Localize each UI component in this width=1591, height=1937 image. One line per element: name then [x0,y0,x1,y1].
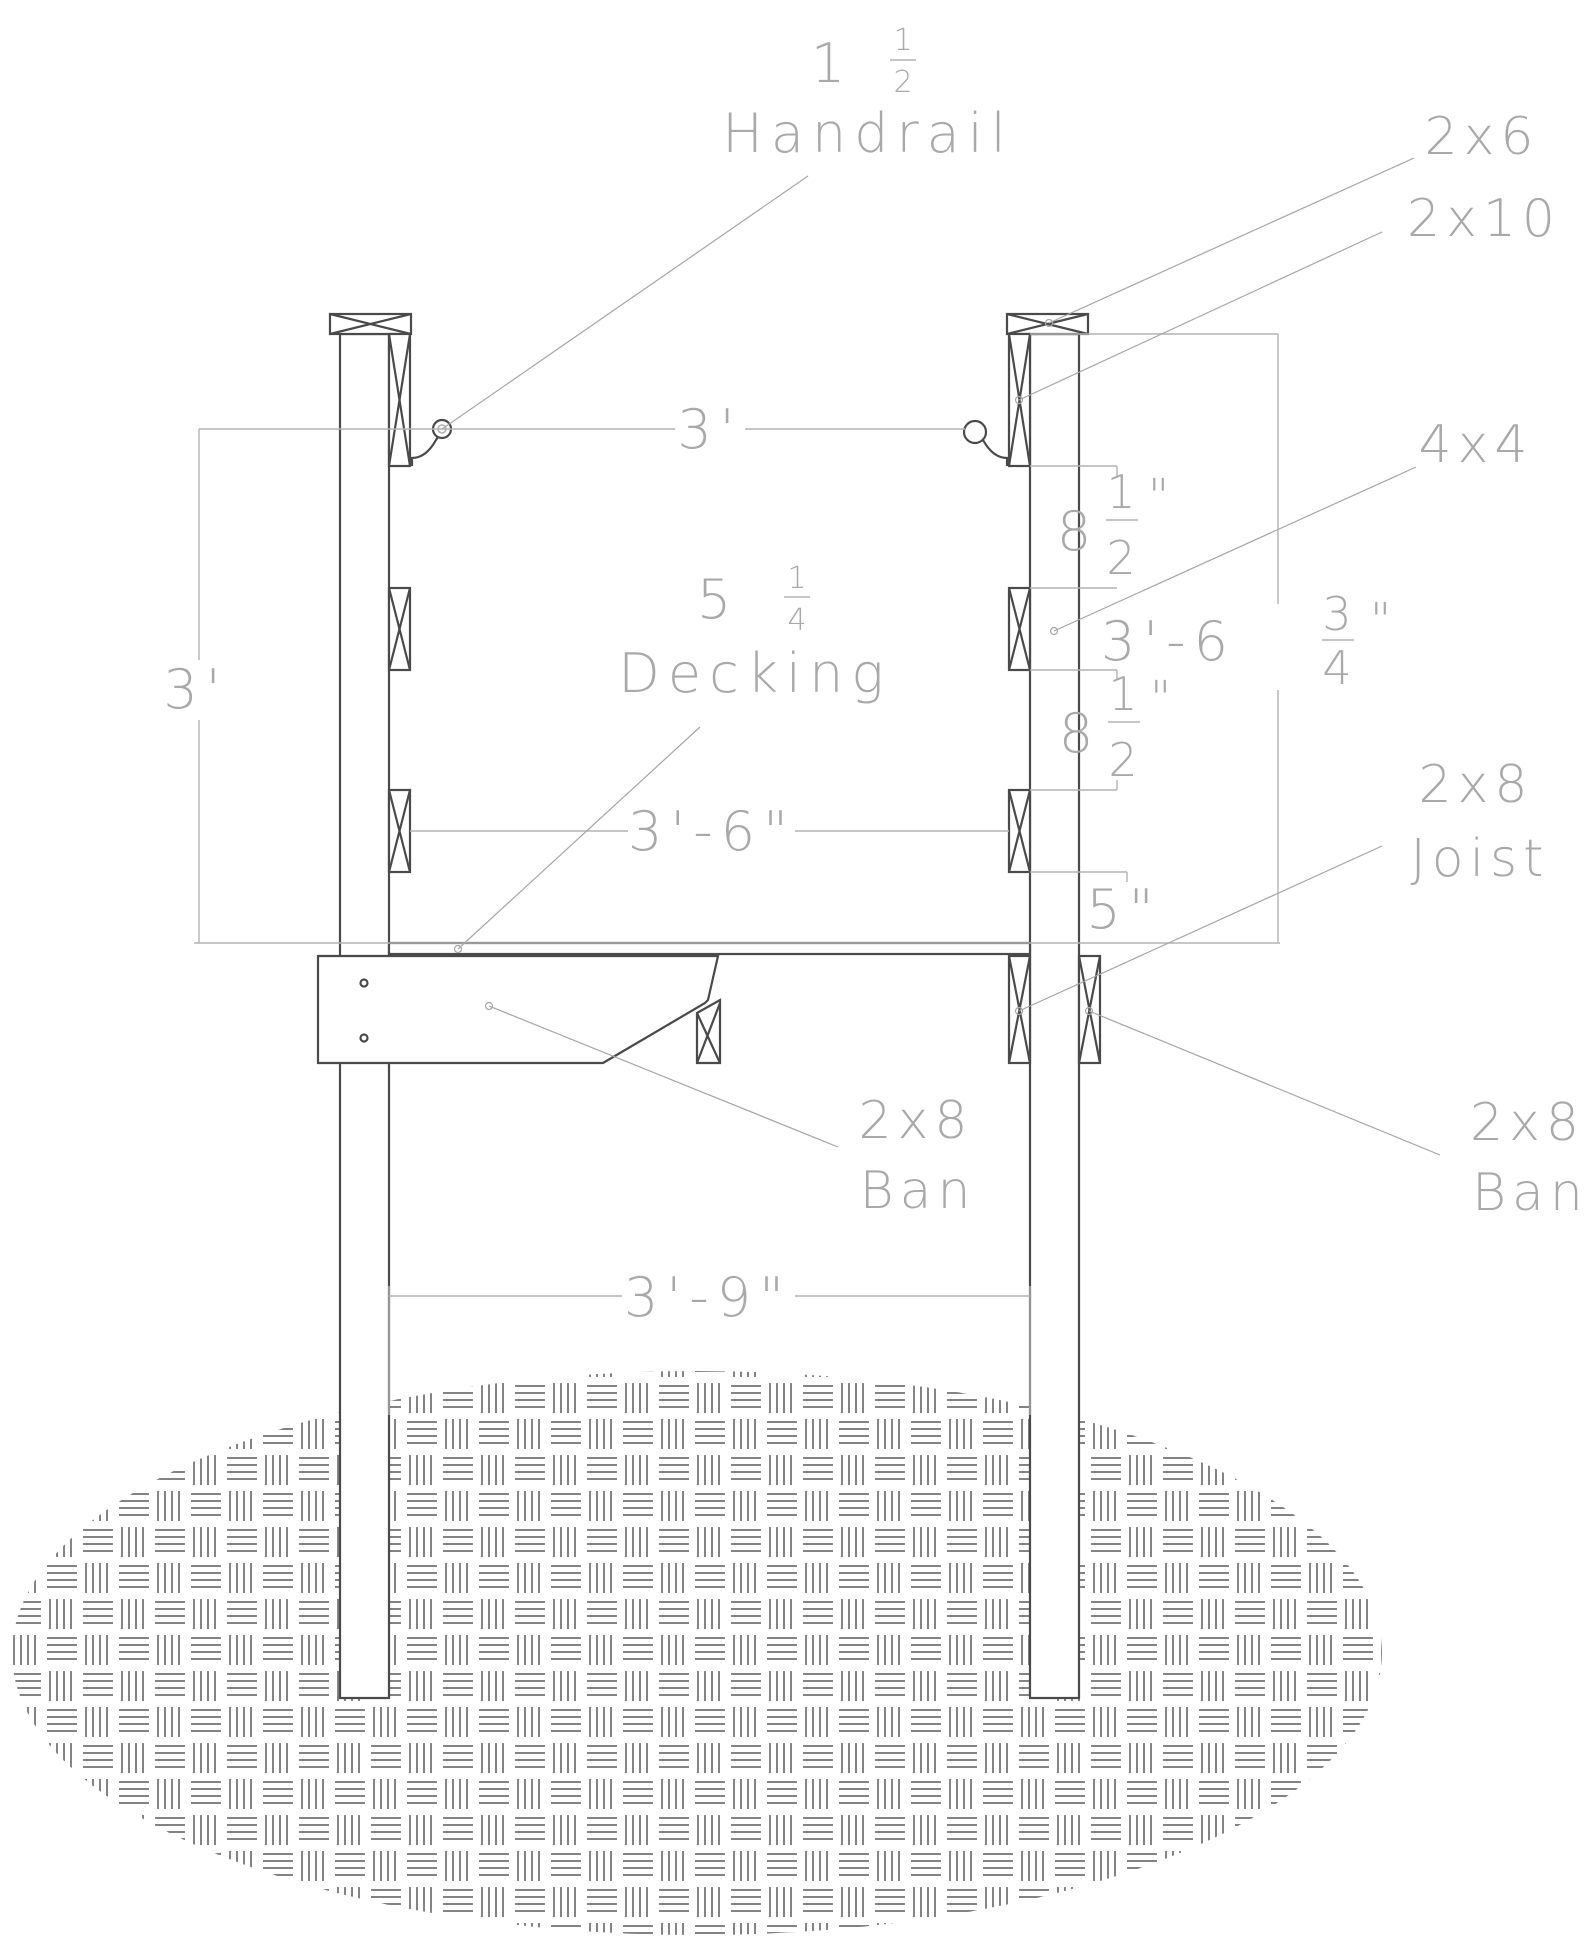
dim-spacing-2-whole: 8 [1059,702,1101,765]
dimension-lines [194,333,1280,1415]
joist-label: 2x8 Joist [1410,755,1549,889]
handrail-size-whole: 1 [811,32,853,95]
bottom-rail-left [387,788,412,874]
dim-spacing-2-inch: " [1150,671,1173,725]
handrail-size-denominator: 2 [893,65,912,100]
dim-spacing-1-inch: " [1148,469,1171,523]
decking-name: Decking [618,642,891,705]
joist-size: 2x8 [1419,755,1534,815]
leader-lines [441,157,1441,1156]
dim-handrail-span: 3' [677,398,742,461]
joist-name: Joist [1410,829,1549,889]
band-left-size: 2x8 [859,1091,974,1151]
dim-bottom-gap: 5" [1086,878,1161,941]
decking-label: 5 1 4 Decking [618,561,891,705]
dim-rail-height: 3' [163,658,228,721]
decking-size-numerator: 1 [787,561,806,596]
band-board-left [316,954,720,1065]
joist-end [695,998,722,1065]
decking-size-whole: 5 [697,568,739,631]
dim-guard-height-main: 3'-6 [1101,610,1236,673]
dim-baluster-span: 3'-6" [628,800,796,863]
handrail-right [962,419,1009,466]
decking-board [387,941,1032,956]
joist-right [1007,954,1032,1065]
dim-guard-height-inch: " [1370,593,1393,647]
handrail-name: Handrail [722,102,1014,165]
top-rail-left [387,332,412,468]
handrail-size-numerator: 1 [893,23,912,58]
middle-rail-right [1007,586,1032,672]
band-right-size: 2x8 [1470,1093,1585,1153]
dim-guard-height-denominator: 4 [1322,641,1353,695]
post-4x4-label: 4x4 [1419,415,1534,475]
dim-spacing-1-numerator: 1 [1106,465,1137,519]
handrail-label: 1 1 2 Handrail [722,23,1014,165]
dim-guard-height-numerator: 3 [1322,587,1353,641]
decking-size-denominator: 4 [787,603,806,638]
dim-spacing-1-denominator: 2 [1106,531,1137,585]
dim-post-span: 3'-9" [624,1266,792,1329]
band-left-name: Ban [860,1161,977,1221]
dim-spacing-1-whole: 8 [1057,500,1099,563]
band-right-label: 2x8 Ban [1470,1093,1589,1223]
band-left-label: 2x8 Ban [859,1091,977,1221]
dim-spacing-2-denominator: 2 [1108,733,1139,787]
middle-rail-left [387,586,412,672]
dim-spacing-2: 8 1 2 " [1059,667,1173,787]
cap-2x6-label: 2x6 [1425,107,1540,167]
dim-guard-height: 3'-6 3 4 " [1101,587,1393,695]
band-right-name: Ban [1472,1163,1589,1223]
dim-spacing-2-numerator: 1 [1108,667,1139,721]
ground-soil-hatch [12,1371,1382,1935]
bottom-rail-right [1007,788,1032,874]
band-board-right [1077,954,1102,1065]
rail-2x10-label: 2x10 [1407,189,1561,249]
dim-spacing-1: 8 1 2 " [1057,465,1171,585]
